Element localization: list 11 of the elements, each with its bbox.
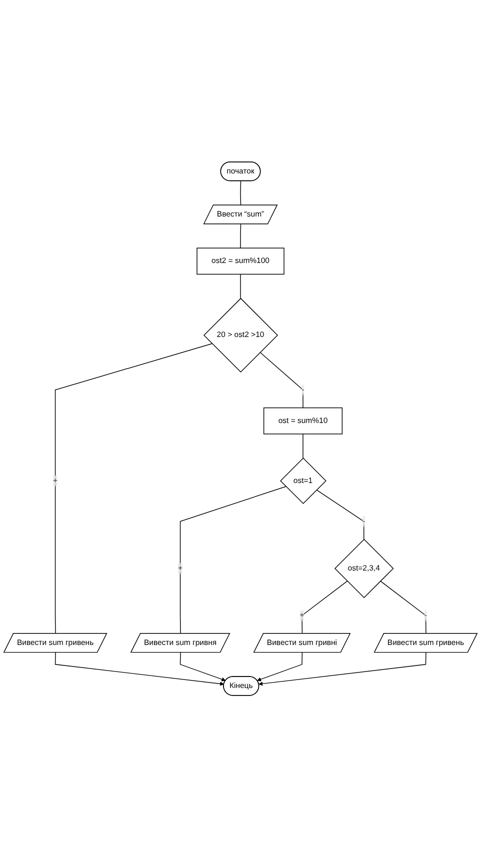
connector bbox=[302, 433, 304, 458]
arrow bbox=[258, 652, 426, 686]
arrow bbox=[256, 652, 303, 682]
connector bbox=[240, 224, 242, 248]
arrow bbox=[54, 652, 224, 686]
connector bbox=[180, 486, 286, 634]
connector bbox=[302, 580, 348, 634]
connector bbox=[240, 180, 242, 206]
connector bbox=[240, 274, 241, 299]
arrow bbox=[180, 652, 226, 682]
connector bbox=[54, 343, 212, 634]
